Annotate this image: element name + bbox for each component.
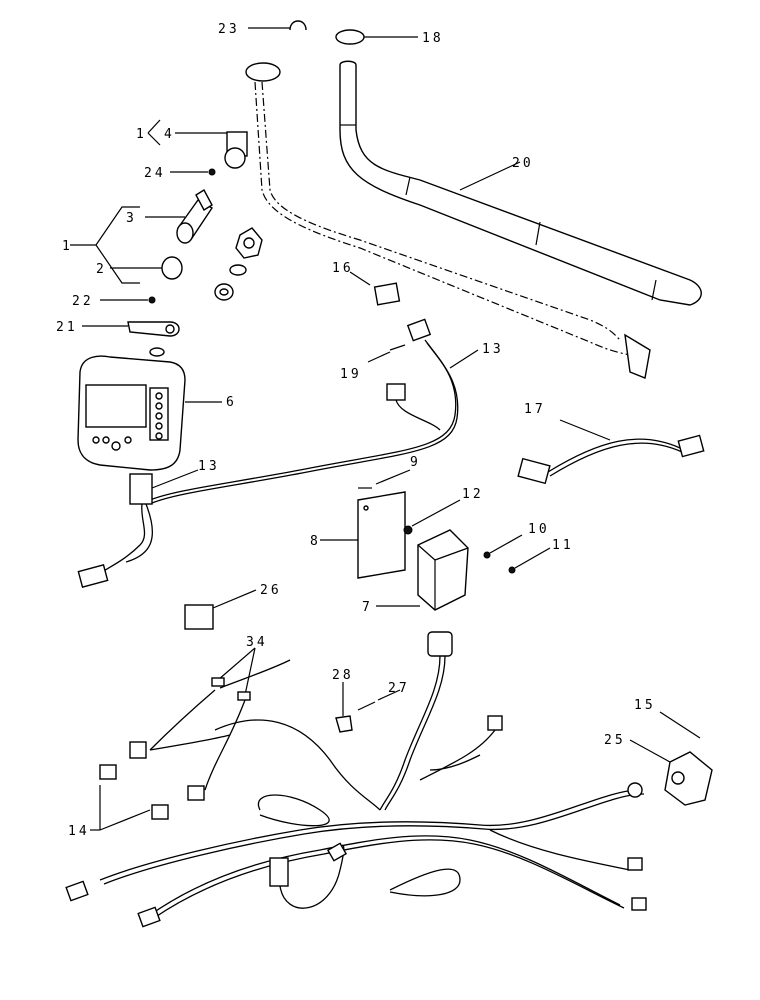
part-22-nut xyxy=(100,296,156,304)
part-15-screw xyxy=(659,711,701,739)
callout-11: 11 xyxy=(552,538,574,553)
part-2-ball xyxy=(110,256,183,280)
callout-4: 4 xyxy=(164,127,175,142)
part-11-nut xyxy=(508,547,551,574)
callout-6: 6 xyxy=(226,395,237,410)
callout-22: 22 xyxy=(72,294,94,309)
part-3-cylinder xyxy=(145,189,213,244)
callout-26: 26 xyxy=(260,583,282,598)
callout-7: 7 xyxy=(362,600,373,615)
callout-24: 24 xyxy=(144,166,166,181)
callout-17: 17 xyxy=(524,402,546,417)
callout-10: 10 xyxy=(528,522,550,537)
part-4-socket xyxy=(147,119,248,169)
part-20-tube xyxy=(339,60,702,306)
callout-1-lower: 1 xyxy=(62,239,73,254)
callout-13-upper: 13 xyxy=(482,342,504,357)
part-17-harness xyxy=(517,419,705,485)
part-19-screw xyxy=(367,344,406,363)
part-18-ring xyxy=(335,29,418,45)
callout-27: 27 xyxy=(388,681,410,696)
cable-routing-path xyxy=(245,62,651,379)
callout-21: 21 xyxy=(56,320,78,335)
callout-1-upper: 1 xyxy=(136,127,147,142)
callout-8: 8 xyxy=(310,534,321,549)
part-8-plate xyxy=(320,491,406,579)
part-25-switch xyxy=(629,739,713,806)
part-21-plate xyxy=(82,321,180,357)
part-7-module xyxy=(376,529,469,611)
callout-14: 14 xyxy=(68,824,90,839)
callout-9: 9 xyxy=(410,455,421,470)
part-13-display-harness xyxy=(77,469,199,588)
part-12-nut xyxy=(403,499,461,535)
callout-25: 25 xyxy=(604,733,626,748)
part-34-clips xyxy=(211,647,256,701)
callout-13-lower: 13 xyxy=(198,459,220,474)
bracket-1 xyxy=(70,206,140,284)
callout-23: 23 xyxy=(218,22,240,37)
callout-19: 19 xyxy=(340,367,362,382)
main-harness xyxy=(65,631,647,928)
part-28-clamp xyxy=(335,682,353,733)
callout-34: 34 xyxy=(246,635,268,650)
callout-20: 20 xyxy=(512,156,534,171)
part-26-relay xyxy=(184,589,257,630)
part-13-upper-harness xyxy=(149,318,479,504)
part-27-bolt xyxy=(357,689,401,711)
callout-16: 16 xyxy=(332,261,354,276)
part-16-connector xyxy=(349,271,401,306)
part-10-washer xyxy=(483,534,523,559)
part-6-display xyxy=(77,355,222,471)
part-9-screw xyxy=(358,469,411,489)
knob-assembly xyxy=(214,227,263,301)
callout-28: 28 xyxy=(332,668,354,683)
callout-18: 18 xyxy=(422,31,444,46)
part-24-nut xyxy=(170,168,216,176)
part-23-clip xyxy=(248,20,307,31)
callout-15: 15 xyxy=(634,698,656,713)
callout-2: 2 xyxy=(96,262,107,277)
callout-3: 3 xyxy=(126,211,137,226)
callout-12: 12 xyxy=(462,487,484,502)
